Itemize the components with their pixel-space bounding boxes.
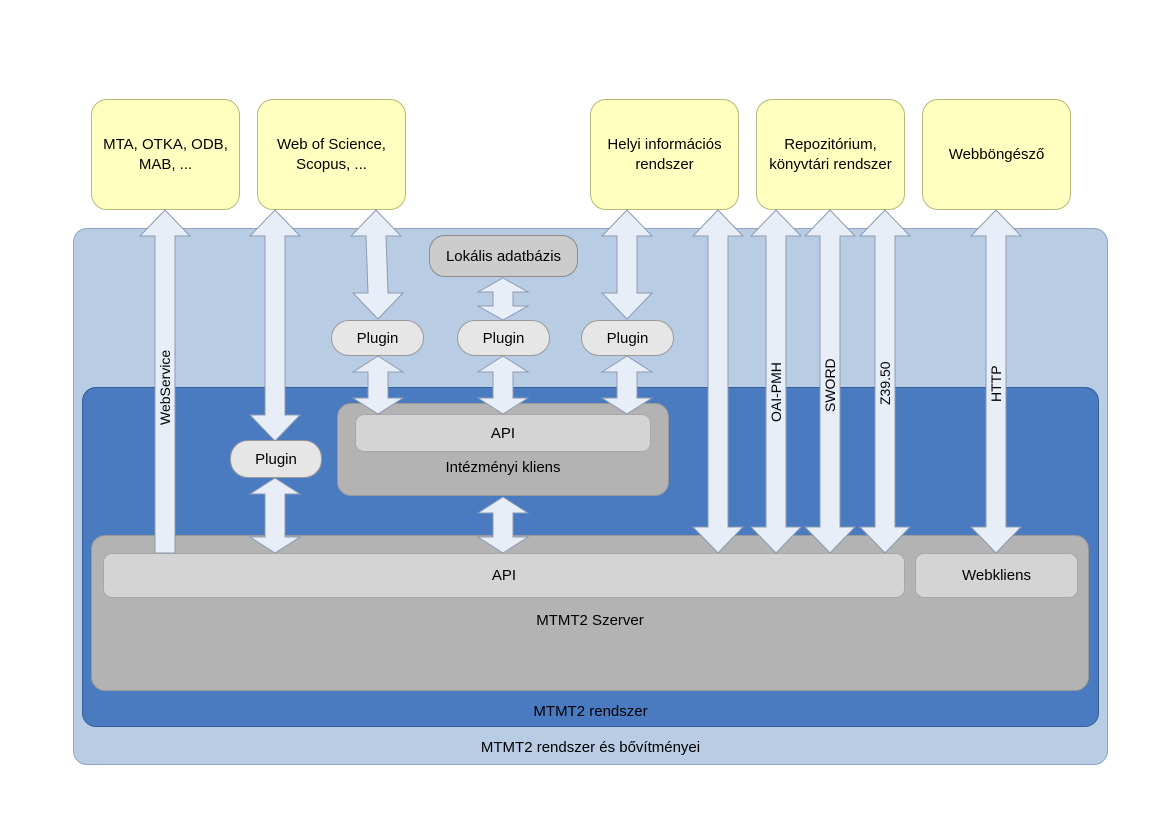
- server-api-bar: API: [103, 553, 905, 598]
- plugin-label: Plugin: [482, 329, 525, 347]
- client-api-label: API: [490, 424, 516, 442]
- sword-label: SWORD: [822, 358, 838, 412]
- plugin-label: Plugin: [255, 450, 297, 468]
- external-browser-label: Webböngésző: [948, 145, 1045, 163]
- client-api-bar: API: [355, 414, 651, 452]
- external-repo-box: Repozitórium, könyvtári rendszer: [756, 99, 905, 210]
- plugin-server-side: Plugin: [230, 440, 322, 478]
- wos-plugin1-arrow: [349, 209, 405, 320]
- client-server-arrow: [476, 496, 530, 554]
- external-helyi-label: Helyi információs rendszer: [607, 135, 722, 173]
- plugin-3: Plugin: [581, 320, 674, 356]
- plugin-label: Plugin: [356, 329, 399, 347]
- local-database: Lokális adatbázis: [429, 235, 578, 277]
- oai-pmh-label: OAI-PMH: [768, 362, 784, 422]
- external-browser-box: Webböngésző: [922, 99, 1071, 210]
- server-label: MTMT2 Szerver: [536, 612, 644, 629]
- external-wos-label: Web of Science, Scopus, ...: [277, 135, 386, 173]
- external-wos-box: Web of Science, Scopus, ...: [257, 99, 406, 210]
- webservice-label: WebService: [157, 350, 173, 425]
- plugin-server-arrow: [248, 477, 302, 554]
- webservice-arrow: [138, 209, 192, 554]
- external-mta-box: MTA, OTKA, ODB, MAB, ...: [91, 99, 240, 210]
- institutional-client-label: Intézményi kliens: [445, 459, 561, 476]
- http-arrow: [969, 209, 1023, 554]
- local-database-label: Lokális adatbázis: [445, 247, 562, 265]
- oai-pmh-arrow: [749, 209, 803, 554]
- plugin1-client-arrow: [351, 355, 405, 415]
- plugin3-client-arrow: [600, 355, 654, 415]
- webclient-label: Webkliens: [962, 567, 1031, 584]
- plugin2-client-arrow: [476, 355, 530, 415]
- z3950-label: Z39.50: [877, 361, 893, 405]
- wos-plugin-arrow: [248, 209, 302, 442]
- helyi-server-arrow: [691, 209, 745, 554]
- plugin-2: Plugin: [457, 320, 550, 356]
- plugin-1: Plugin: [331, 320, 424, 356]
- z3950-arrow: [858, 209, 912, 554]
- outer-system-label: MTMT2 rendszer és bővítményei: [480, 739, 701, 756]
- webclient-bar: Webkliens: [915, 553, 1078, 598]
- external-helyi-box: Helyi információs rendszer: [590, 99, 739, 210]
- http-label: HTTP: [988, 365, 1004, 402]
- sword-arrow: [803, 209, 857, 554]
- external-repo-label: Repozitórium, könyvtári rendszer: [769, 135, 892, 173]
- localdb-plugin2-arrow: [476, 277, 530, 321]
- server-api-label: API: [491, 567, 517, 584]
- external-mta-label: MTA, OTKA, ODB, MAB, ...: [103, 135, 228, 173]
- inner-system-label: MTMT2 rendszer: [533, 703, 648, 720]
- plugin-label: Plugin: [606, 329, 649, 347]
- helyi-plugin3-arrow: [600, 209, 654, 320]
